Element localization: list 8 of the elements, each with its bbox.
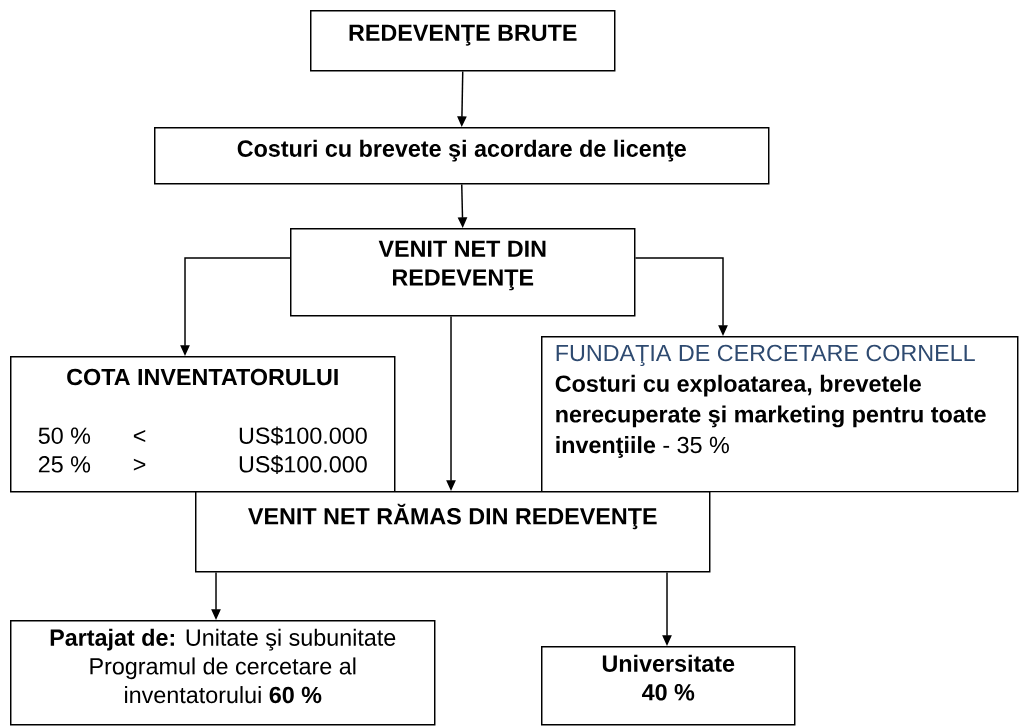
share-box: Partajat de: Unitate şi subunitate Programul de cercetare al inventatorului 60 % xyxy=(10,620,436,726)
process-box: REDEVENŢE BRUTE xyxy=(310,10,616,72)
process-box: Costuri cu brevete şi acordare de licenţe xyxy=(154,127,770,185)
foundation-box: FUNDAŢIA DE CERCETARE CORNELL Costuri cu exploatarea, brevetele nerecuperate şi marketing pentru toate invenţiile - 35 % xyxy=(541,336,1019,493)
share-box: Universitate 40 % xyxy=(541,646,796,726)
process-box: VENIT NET DIN REDEVENŢE xyxy=(290,228,636,317)
share-box: COTA INVENTATORULUI 50 % < US$100.000 25 % > US$100.000 xyxy=(10,356,396,493)
process-box: VENIT NET RĂMAS DIN REDEVENŢE xyxy=(195,491,711,573)
